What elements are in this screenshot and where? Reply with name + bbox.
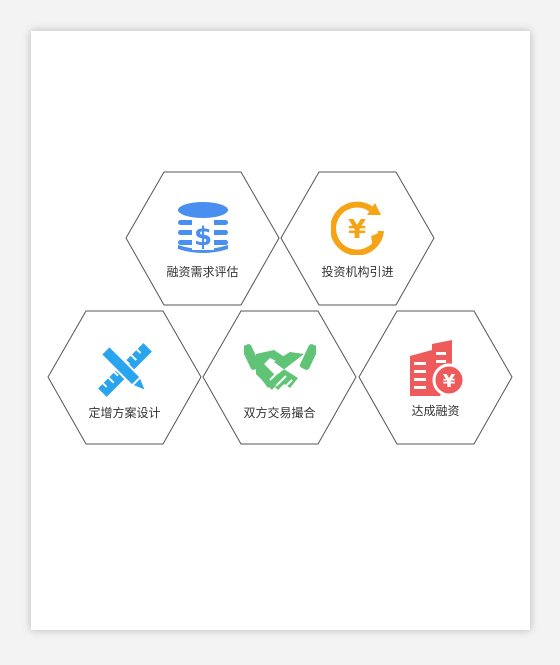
service-label: 投资机构引进 xyxy=(321,265,394,279)
service-plan-design[interactable]: 定增方案设计 xyxy=(47,310,202,445)
yen-refresh-icon: ¥ xyxy=(330,201,384,255)
database-dollar-icon: $ xyxy=(177,202,228,253)
service-label: 融资需求评估 xyxy=(166,265,239,279)
ruler-pencil-icon xyxy=(97,343,152,397)
service-label: 定增方案设计 xyxy=(88,406,161,420)
service-financing-assessment[interactable]: $ 融资需求评估 xyxy=(125,171,280,306)
service-investor-introduction[interactable]: ¥ 投资机构引进 xyxy=(280,171,435,306)
service-financing-achieved[interactable]: ¥ 达成融资 xyxy=(358,310,513,445)
service-label: 达成融资 xyxy=(411,404,460,418)
svg-text:¥: ¥ xyxy=(442,371,455,392)
svg-text:¥: ¥ xyxy=(347,215,365,245)
services-card: $ 融资需求评估 ¥ 投资机构引进 xyxy=(31,31,530,630)
service-label: 双方交易撮合 xyxy=(243,406,316,420)
svg-text:$: $ xyxy=(193,222,211,252)
building-yen-icon: ¥ xyxy=(409,340,465,397)
hexagon-frame xyxy=(280,171,435,306)
handshake-icon xyxy=(243,344,316,391)
service-deal-matching[interactable]: 双方交易撮合 xyxy=(202,310,357,445)
